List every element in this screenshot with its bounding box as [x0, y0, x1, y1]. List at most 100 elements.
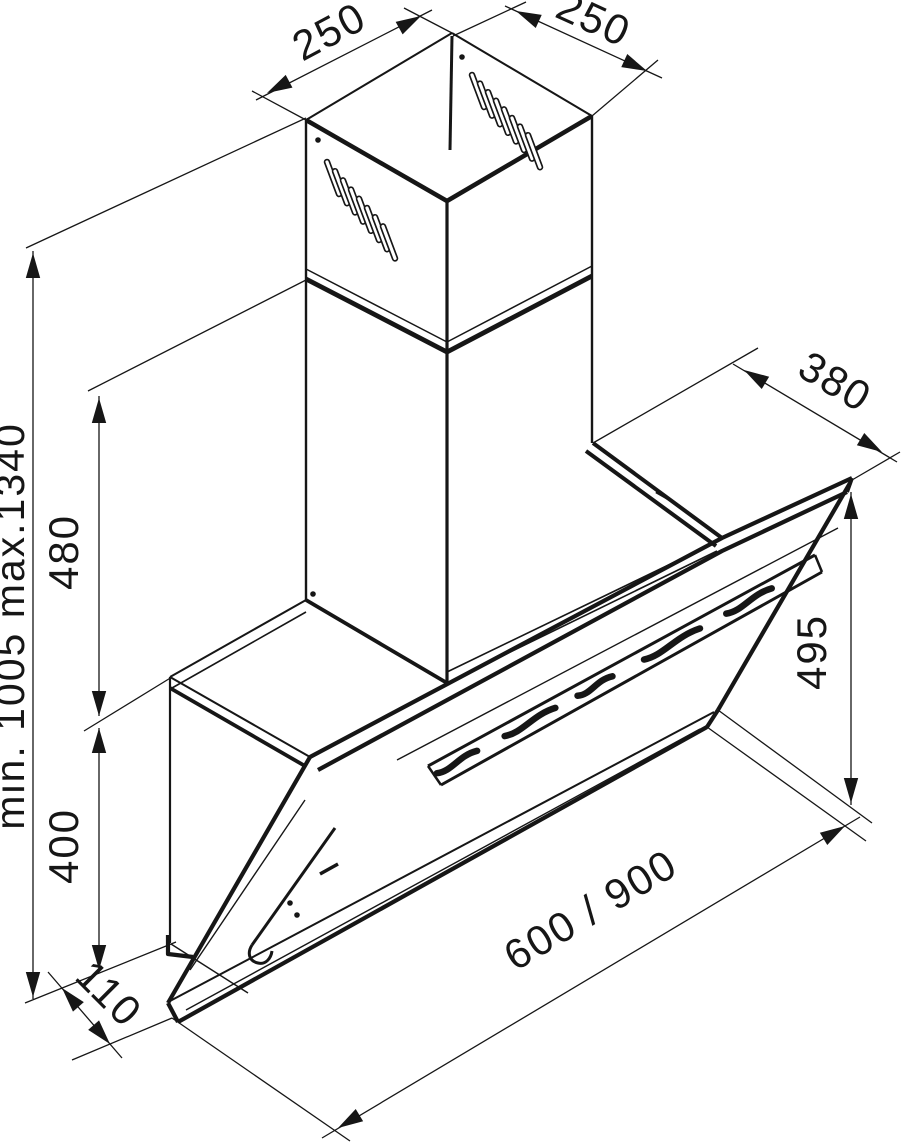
extension-line: [851, 451, 901, 481]
vent-slot: [502, 107, 518, 143]
top-plate-right-edge: [584, 449, 718, 548]
filter-band: [440, 570, 823, 787]
top-plate-back-edge: [169, 599, 307, 678]
glass-top-edge: [316, 490, 848, 772]
extension-line: [171, 1017, 351, 1142]
duct-inner-edge: [448, 35, 454, 151]
dimension-arrowhead: [267, 74, 293, 93]
screw-hole-dot: [310, 591, 316, 597]
drawing-line: [451, 32, 593, 117]
hood-body-linework: [165, 32, 854, 1024]
detail-mark: [319, 862, 339, 876]
filter-band: [426, 765, 443, 786]
drawing-line: [445, 114, 594, 203]
extension-line: [83, 676, 173, 732]
vent-slot: [381, 224, 397, 260]
dimension-arrowhead: [819, 826, 845, 846]
extension-line: [24, 941, 177, 1004]
dimension-label-hood-width: 600 / 900: [496, 840, 686, 980]
dimension-linework: [24, 1, 901, 1142]
vent-slot: [518, 124, 534, 161]
detail-mark: [655, 490, 671, 502]
vent-slot: [325, 160, 341, 196]
filter-wave-cutout: [501, 704, 559, 740]
vent-slot: [373, 215, 389, 251]
glass-right-edge: [716, 481, 852, 712]
dimension-label-chimney-top-left: 250: [285, 0, 374, 70]
chimney-seam-line: [304, 273, 594, 355]
extension-line: [706, 726, 867, 842]
screw-hole-dot: [294, 912, 300, 918]
vent-slot: [341, 178, 357, 214]
glass-left-lip: [166, 1002, 180, 1023]
vent-slot: [333, 169, 349, 205]
vent-slot: [478, 81, 494, 118]
dimension-label-bottom-lip-depth: 110: [67, 951, 152, 1036]
dimension-arrowhead: [25, 253, 41, 278]
dimension-arrowhead: [91, 728, 107, 753]
vent-slot: [526, 133, 542, 169]
drawing-line: [305, 32, 453, 121]
glass-left-edge: [166, 755, 312, 1005]
drawing-line: [304, 118, 449, 203]
glass-right-lip: [705, 708, 720, 729]
extension-line: [452, 1, 527, 37]
chimney-vent-slots: [323, 71, 544, 262]
glass-inner-line: [185, 728, 701, 1011]
vent-slot: [365, 206, 381, 242]
vent-slot: [357, 197, 373, 233]
filter-wave-cutout: [433, 747, 481, 777]
dimension-arrowhead: [338, 1108, 364, 1128]
vent-slot: [470, 73, 486, 109]
dimension-arrowhead: [856, 432, 882, 452]
filter-band: [813, 554, 824, 573]
body-bottom-edge: [170, 943, 249, 994]
dimension-arrowhead: [62, 988, 84, 1012]
extension-line: [592, 347, 759, 444]
extension-line: [717, 709, 873, 824]
chimney-seam-line: [305, 265, 593, 343]
dimension-arrowhead: [25, 972, 41, 997]
filter-wave-cutout: [640, 625, 704, 663]
body-foot: [165, 935, 194, 960]
dimension-label-front-panel-height: 495: [788, 614, 835, 690]
vent-slot: [510, 116, 526, 152]
dimension-label-overall-height: min. 1005 max.1340: [0, 422, 33, 830]
chimney-base-edge: [305, 598, 448, 685]
vent-slot: [349, 188, 365, 224]
dimension-arrowhead: [91, 691, 107, 716]
dimension-arrowhead: [395, 16, 421, 35]
vent-slot: [486, 90, 502, 126]
top-plate-right-edge: [591, 441, 724, 540]
filter-band: [427, 553, 816, 768]
glass-bend-line: [169, 711, 715, 1002]
filter-wave-cutout: [723, 585, 775, 617]
screw-hole-dot: [287, 900, 293, 906]
glass-top-edge: [309, 476, 853, 759]
extension-line: [591, 59, 659, 117]
top-plate-left-edge: [169, 676, 311, 758]
glass-inner-line: [396, 527, 839, 761]
top-plate-back-edge: [171, 611, 307, 689]
extension-line: [251, 90, 307, 121]
dimension-labels: 250 250 380 min. 1005 max.1340 480 400 1…: [0, 0, 880, 1036]
dimension-arrowhead: [744, 370, 770, 390]
dimension-line-600-900: [321, 816, 861, 1139]
dimension-arrowhead: [91, 945, 107, 970]
dimension-arrowhead: [516, 11, 542, 28]
dimension-arrowhead: [843, 778, 859, 803]
filter-wave-cutout: [574, 673, 616, 699]
extension-line: [87, 279, 307, 392]
dimension-arrowhead: [843, 494, 859, 519]
hinge-hook: [247, 944, 274, 965]
dimension-label-top-plate-depth: 380: [791, 342, 880, 421]
dimension-arrowhead: [88, 1020, 110, 1044]
top-plate-left-edge: [169, 686, 306, 768]
extension-line: [403, 7, 453, 34]
screw-hole-dot: [315, 137, 321, 143]
hinge-strip: [250, 827, 337, 946]
dimension-arrowhead: [91, 398, 107, 423]
dimension-label-lower-chimney-height: 480: [40, 514, 87, 590]
